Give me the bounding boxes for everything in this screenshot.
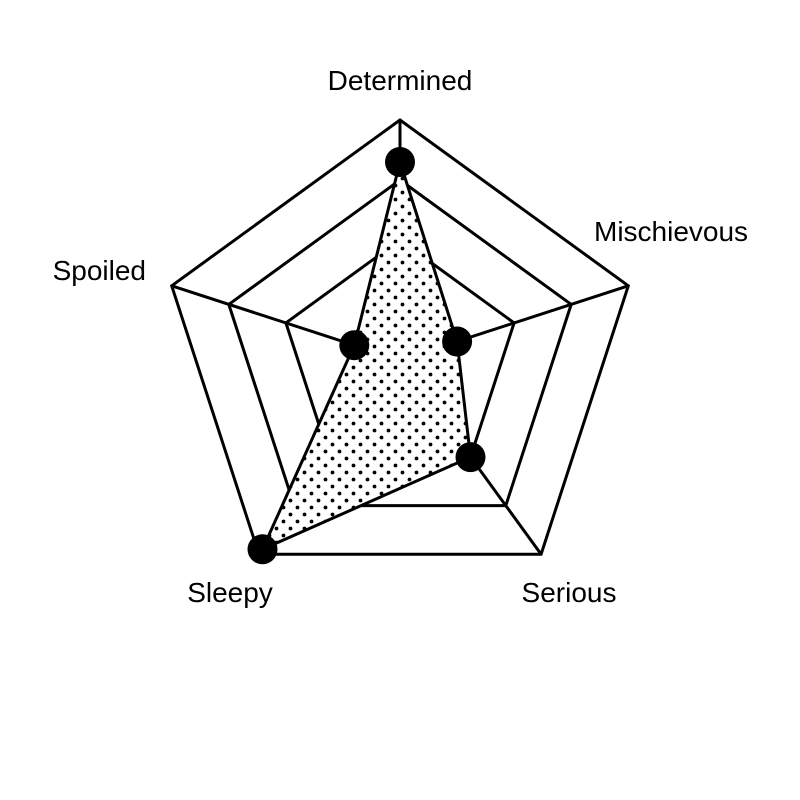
data-point-sleepy (247, 534, 278, 565)
data-point-serious (455, 442, 486, 473)
radar-series (247, 147, 486, 565)
grid-ring-4 (169, 118, 631, 556)
data-area (259, 156, 473, 553)
axis-label-serious: Serious (522, 577, 617, 608)
data-point-mischievous (442, 326, 473, 357)
axis-labels: Determined Mischievous Serious Sleepy Sp… (53, 65, 748, 608)
data-point-determined (385, 147, 415, 177)
axis-label-mischievous: Mischievous (594, 216, 748, 247)
grid-ring-3 (227, 178, 573, 508)
axis-label-determined: Determined (328, 65, 473, 96)
axis-label-spoiled: Spoiled (53, 255, 146, 286)
axis-label-sleepy: Sleepy (187, 577, 273, 608)
data-point-spoiled (339, 330, 370, 361)
